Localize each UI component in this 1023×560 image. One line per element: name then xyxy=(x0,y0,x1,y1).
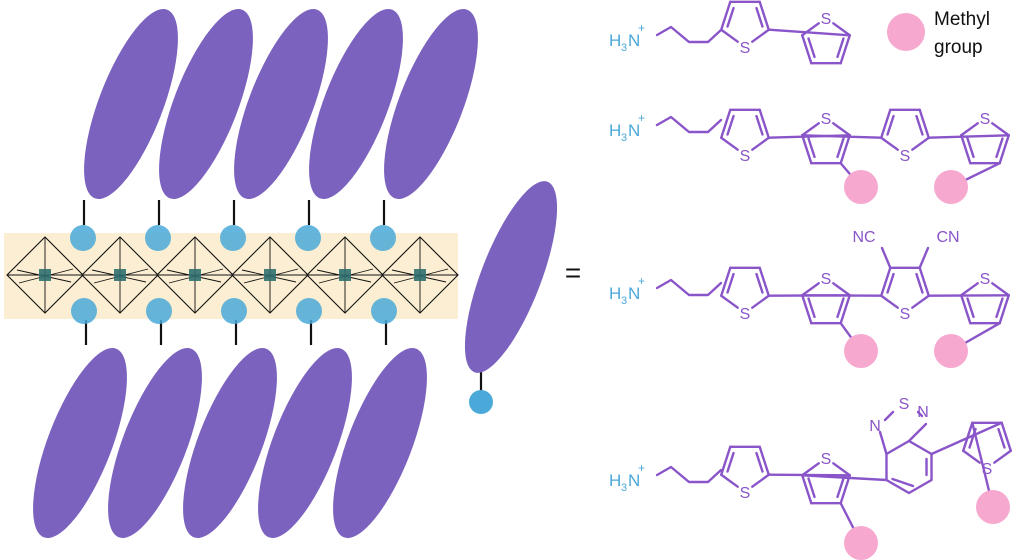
ammonium-n-label: N xyxy=(628,471,640,490)
ammonium-head-bottom xyxy=(371,298,397,324)
sulfur-label: S xyxy=(980,271,991,288)
ligand-bottom-5 xyxy=(333,348,427,538)
ammonium-h-label: H xyxy=(609,471,621,490)
methyl-group-dot xyxy=(844,526,878,560)
metal-center xyxy=(339,269,351,281)
ligand-top-2 xyxy=(159,9,253,199)
sulfur-label: S xyxy=(900,306,911,323)
methyl-group-dot xyxy=(976,490,1010,524)
octahedron xyxy=(156,236,234,314)
ethyl-linker xyxy=(655,25,723,44)
ligand-bottom-2 xyxy=(108,348,202,538)
bt-n-left-label: N xyxy=(869,418,881,435)
sulfur-label: S xyxy=(740,485,751,502)
sulfur-label: S xyxy=(740,148,751,165)
ligand-top-5 xyxy=(384,9,478,199)
ammonium-subscript: 3 xyxy=(621,132,627,144)
octahedron xyxy=(231,236,309,314)
sulfur-label: S xyxy=(982,461,993,478)
sulfur-label: S xyxy=(740,306,751,323)
ligand-bottom-4 xyxy=(258,348,352,538)
metal-center xyxy=(114,269,126,281)
sulfur-label: S xyxy=(821,451,832,468)
ammonium-h-label: H xyxy=(609,284,621,303)
methyl-group-dot xyxy=(887,13,925,51)
sulfur-label: S xyxy=(821,111,832,128)
methyl-group-dot xyxy=(934,334,968,368)
methyl-legend: Methyl group xyxy=(887,9,990,58)
ammonium-head-icon xyxy=(469,390,493,414)
ammonium-h-label: H xyxy=(609,121,621,140)
ligand-top-4 xyxy=(309,9,403,199)
metal-center xyxy=(189,269,201,281)
ligand-top-3 xyxy=(234,9,328,199)
methyl-group-dot xyxy=(844,334,878,368)
metal-center xyxy=(39,269,51,281)
ligand-bottom-3 xyxy=(183,348,277,538)
sulfur-label: S xyxy=(980,111,991,128)
bt-sulfur-label: S xyxy=(899,396,910,413)
ring-bond xyxy=(930,421,1003,456)
sulfur-label: S xyxy=(740,40,751,57)
cyano-right-label: CN xyxy=(936,229,959,246)
ammonium-head-bottom xyxy=(221,298,247,324)
ammonium-head-bottom xyxy=(296,298,322,324)
ammonium-h-label: H xyxy=(609,31,621,50)
ring-bond xyxy=(927,134,1010,139)
methyl-label-line1: Methyl xyxy=(934,9,990,30)
ammonium-head-top xyxy=(70,225,96,251)
ring-bond xyxy=(801,474,888,482)
ammonium-charge: + xyxy=(638,274,645,288)
ethyl-linker xyxy=(655,115,723,134)
sulfur-label: S xyxy=(821,271,832,288)
ammonium-head-bottom xyxy=(146,298,172,324)
octahedron xyxy=(81,236,159,314)
ammonium-head-top xyxy=(370,225,396,251)
ammonium-n-label: N xyxy=(628,121,640,140)
ethyl-linker xyxy=(655,278,723,297)
methyl-group-dot xyxy=(844,170,878,204)
ring-bond xyxy=(801,134,883,139)
equals-sign: = xyxy=(565,257,581,288)
ammonium-charge: + xyxy=(638,21,645,35)
bt-n-right-label: N xyxy=(917,404,929,421)
ammonium-charge: + xyxy=(638,461,645,475)
ammonium-subscript: 3 xyxy=(621,295,627,307)
ethyl-linker xyxy=(655,465,723,484)
octahedron xyxy=(381,236,459,314)
octahedron xyxy=(6,236,84,314)
sulfur-label: S xyxy=(900,148,911,165)
ammonium-n-label: N xyxy=(628,31,640,50)
ring-bond xyxy=(767,28,851,37)
cyano-bond xyxy=(880,246,892,269)
ammonium-head-top xyxy=(295,225,321,251)
ligand-icon xyxy=(464,181,558,373)
ammonium-n-label: N xyxy=(628,284,640,303)
cyano-bond xyxy=(918,246,930,269)
ammonium-head-bottom xyxy=(71,298,97,324)
ligand-top-1 xyxy=(84,9,178,199)
ammonium-subscript: 3 xyxy=(621,482,627,494)
sulfur-label: S xyxy=(821,11,832,28)
cyano-left-label: NC xyxy=(852,229,875,246)
octahedron xyxy=(306,236,384,314)
metal-center xyxy=(414,269,426,281)
layered-perovskite-stack xyxy=(4,9,478,538)
methyl-group-dot xyxy=(934,170,968,204)
ammonium-head-top xyxy=(220,225,246,251)
ammonium-subscript: 3 xyxy=(621,42,627,54)
metal-center xyxy=(264,269,276,281)
methyl-label-line2: group xyxy=(934,37,983,58)
ammonium-charge: + xyxy=(638,111,645,125)
ligand-bottom-1 xyxy=(33,348,127,538)
ammonium-head-top xyxy=(145,225,171,251)
single-ligand-icon xyxy=(464,181,558,414)
